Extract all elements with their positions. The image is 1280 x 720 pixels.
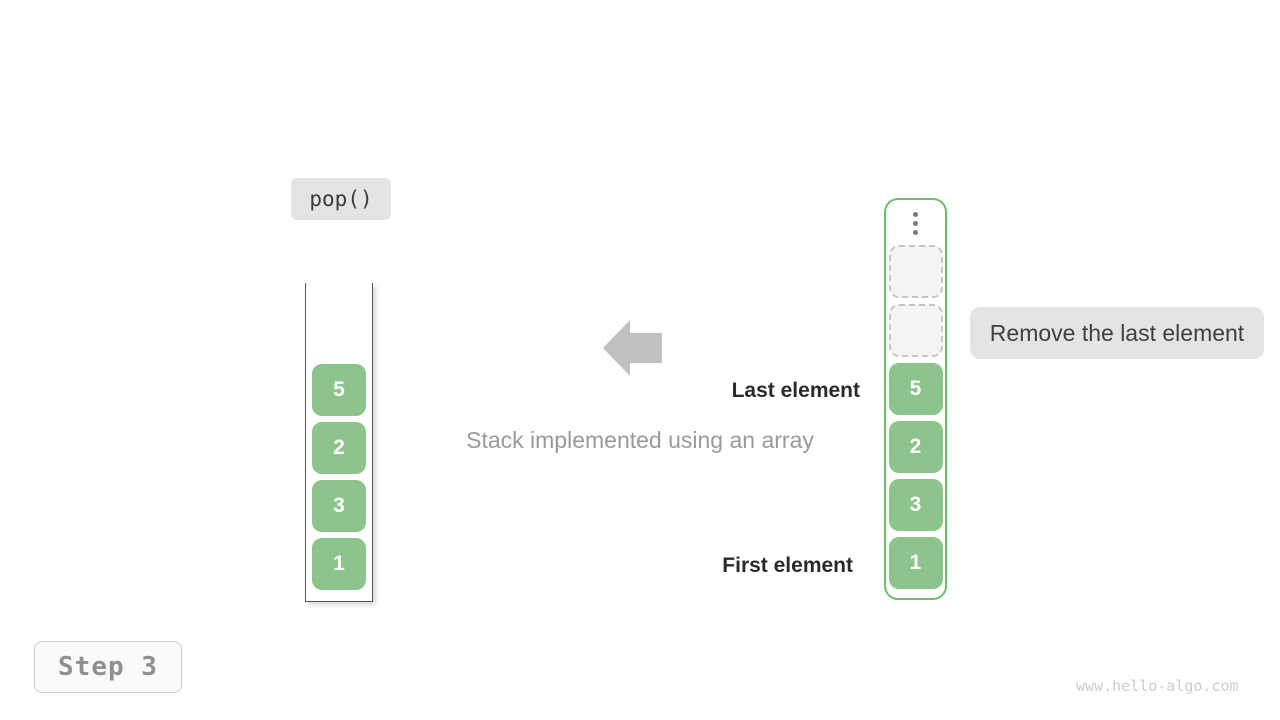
right-stack-container: 5 2 3 1 — [884, 198, 947, 600]
empty-slot — [888, 245, 943, 298]
diagram-caption: Stack implemented using an array — [466, 427, 814, 453]
stack-box: 1 — [888, 537, 943, 589]
stack-box: 2 — [888, 421, 943, 473]
stack-box: 1 — [312, 538, 366, 590]
ellipsis-icon — [913, 210, 918, 236]
remove-annotation: Remove the last element — [970, 307, 1264, 359]
stack-box: 5 — [312, 364, 366, 416]
step-badge: Step 3 — [34, 641, 182, 693]
first-element-label: First element — [722, 554, 853, 577]
stack-box: 3 — [888, 479, 943, 531]
stack-box: 2 — [312, 422, 366, 474]
watermark: www.hello-algo.com — [1076, 677, 1239, 695]
empty-slot — [888, 304, 943, 357]
left-stack-container: 5 2 3 1 — [305, 283, 373, 602]
last-element-label: Last element — [731, 379, 860, 402]
stack-box: 3 — [312, 480, 366, 532]
stack-box: 5 — [888, 363, 943, 415]
pop-operation-label: pop() — [291, 178, 391, 220]
arrow-left-icon — [603, 320, 662, 376]
